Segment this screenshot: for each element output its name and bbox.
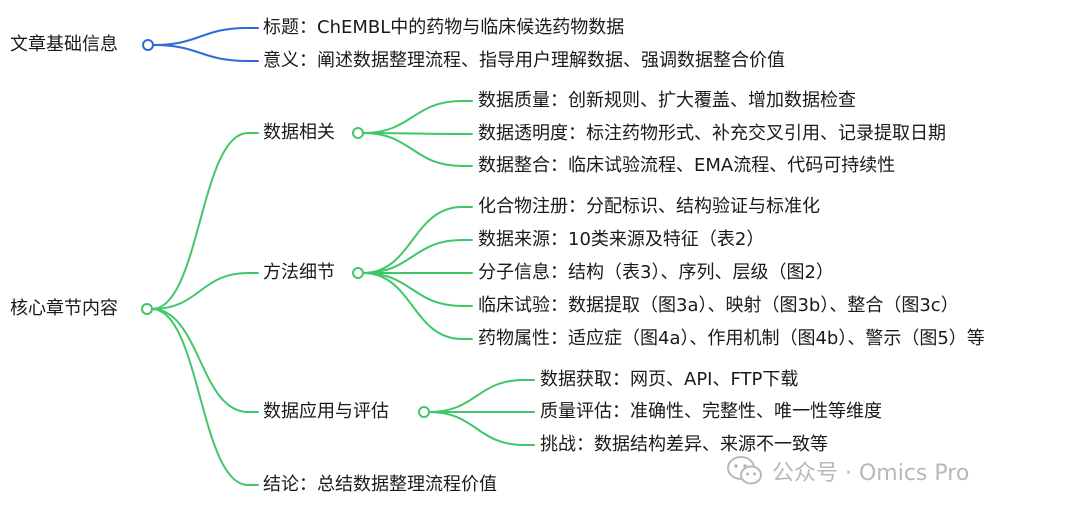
connector-branch-app-2 [428, 411, 525, 446]
branch-data-application: 数据应用与评估 [263, 401, 389, 422]
connector-branch-method-0 [362, 206, 463, 274]
leaf-challenges: 挑战：数据结构差异、来源不一致等 [540, 434, 828, 455]
root2-knob [141, 303, 153, 315]
leaf-data-sources: 数据来源：10类来源及特征（表2） [478, 229, 765, 250]
leaf-data-transparency: 数据透明度：标注药物形式、补充交叉引用、记录提取日期 [478, 123, 946, 144]
branch-data-knob [352, 127, 364, 139]
connector-branch-data-0 [362, 100, 463, 134]
connector-branch-method-1 [362, 239, 463, 274]
wechat-icon [727, 456, 762, 485]
branch-data-related: 数据相关 [263, 122, 335, 143]
watermark-text: 公众号 · Omics Pro [772, 461, 970, 486]
branch-method-details: 方法细节 [263, 262, 335, 283]
leaf-compound-registration: 化合物注册：分配标识、结构验证与标准化 [478, 196, 820, 217]
connector-root1-0 [152, 27, 249, 46]
connector-branch-method-3 [362, 272, 463, 307]
connector-root2-1 [151, 272, 249, 310]
connector-root2-2 [151, 308, 249, 413]
leaf-significance: 意义：阐述数据整理流程、指导用户理解数据、强调数据整合价值 [263, 50, 785, 71]
watermark: 公众号 · Omics Pro [726, 455, 969, 487]
branch-app-knob [418, 406, 430, 418]
connector-branch-data-2 [362, 132, 463, 167]
leaf-molecular-info: 分子信息：结构（表3）、序列、层级（图2） [478, 262, 834, 283]
leaf-clinical-trials: 临床试验：数据提取（图3a）、映射（图3b）、整合（图3c） [478, 295, 959, 316]
root1-knob [142, 39, 154, 51]
root-node-core-content: 核心章节内容 [10, 298, 118, 319]
connector-root2-3 [151, 308, 249, 486]
connector-branch-app-0 [428, 379, 525, 413]
connector-root1-1 [152, 44, 249, 62]
connector-root2-0 [151, 132, 249, 310]
connector-branch-method-4 [362, 272, 463, 340]
leaf-title: 标题：ChEMBL中的药物与临床候选药物数据 [263, 17, 625, 38]
leaf-data-access: 数据获取：网页、API、FTP下载 [540, 369, 799, 390]
branch-conclusion: 结论：总结数据整理流程价值 [263, 474, 497, 495]
leaf-drug-properties: 药物属性：适应症（图4a）、作用机制（图4b）、警示（图5）等 [478, 328, 985, 349]
leaf-data-integration: 数据整合：临床试验流程、EMA流程、代码可持续性 [478, 155, 896, 176]
branch-method-knob [352, 267, 364, 279]
leaf-quality-assessment: 质量评估：准确性、完整性、唯一性等维度 [540, 401, 882, 422]
root-node-article-info: 文章基础信息 [10, 34, 118, 55]
leaf-data-quality: 数据质量：创新规则、扩大覆盖、增加数据检查 [478, 90, 856, 111]
